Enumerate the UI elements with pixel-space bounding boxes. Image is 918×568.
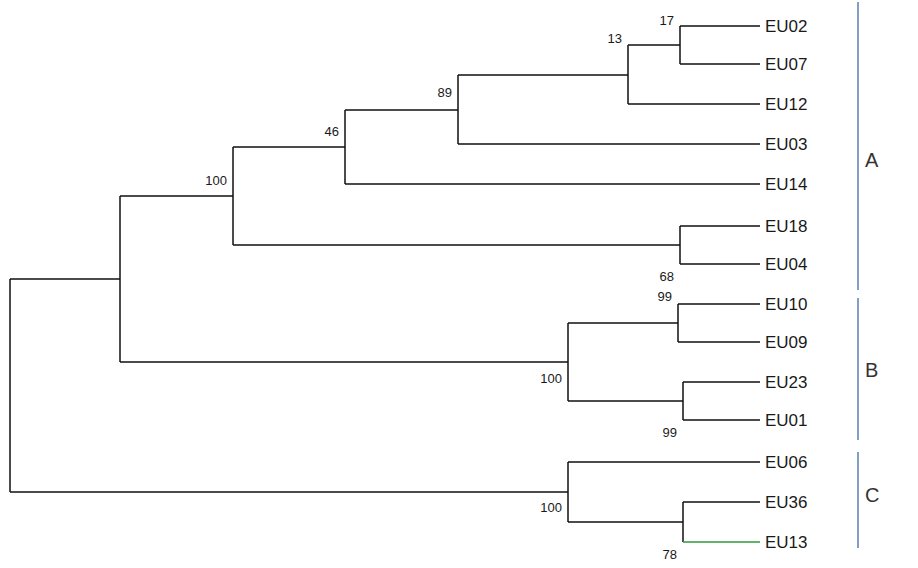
clade-label: C <box>865 485 879 505</box>
bootstrap-value: 13 <box>608 32 622 45</box>
leaf-label: EU14 <box>765 176 808 193</box>
leaf-label: EU23 <box>765 374 808 391</box>
leaf-label: EU02 <box>765 18 808 35</box>
leaf-label: EU13 <box>765 534 808 551</box>
leaf-label: EU12 <box>765 96 808 113</box>
bootstrap-value: 68 <box>660 270 674 283</box>
bootstrap-value: 78 <box>663 548 677 561</box>
clade-label: A <box>865 150 878 170</box>
leaf-label: EU10 <box>765 296 808 313</box>
clade-label: B <box>865 360 878 380</box>
leaf-label: EU36 <box>765 494 808 511</box>
leaf-label: EU18 <box>765 218 808 235</box>
leaf-label: EU01 <box>765 412 808 429</box>
leaf-label: EU04 <box>765 256 808 273</box>
highlighted-branch <box>683 541 760 543</box>
leaf-label: EU03 <box>765 136 808 153</box>
bootstrap-value: 99 <box>663 426 677 439</box>
bootstrap-value: 100 <box>540 501 562 514</box>
bootstrap-value: 46 <box>325 125 339 138</box>
bootstrap-value: 100 <box>205 174 227 187</box>
bootstrap-value: 17 <box>660 14 674 27</box>
bootstrap-value: 89 <box>438 86 452 99</box>
bootstrap-value: 100 <box>540 372 562 385</box>
leaf-label: EU09 <box>765 334 808 351</box>
leaf-label: EU06 <box>765 454 808 471</box>
leaf-label: EU07 <box>765 56 808 73</box>
bootstrap-value: 99 <box>658 290 672 303</box>
clade-bracket <box>857 2 859 548</box>
tree-branches <box>10 26 760 542</box>
